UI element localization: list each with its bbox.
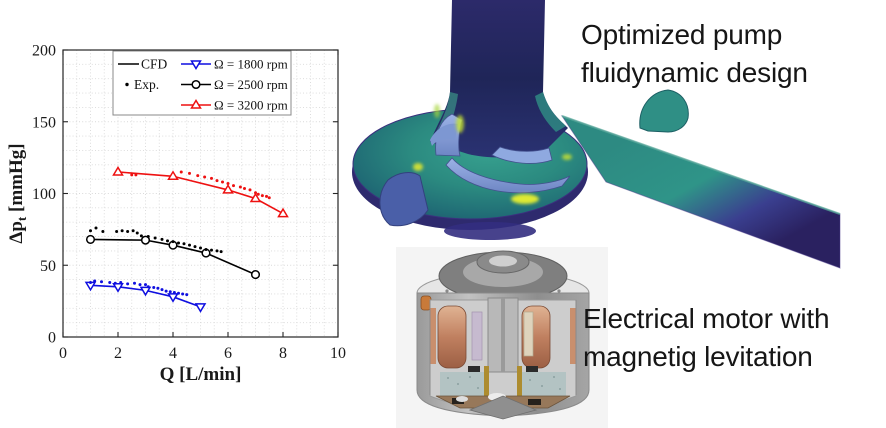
motor-caption: Electrical motor with magnetig levitatio…: [583, 300, 830, 376]
impeller-blade-inner: [430, 123, 458, 146]
inlet-pipe-edge-glow: [535, 92, 566, 132]
x-tick-label: 4: [169, 345, 177, 362]
velocity-glow-spots: [413, 104, 572, 204]
series-5: [130, 170, 271, 200]
panel-speckles: [447, 376, 561, 390]
legend-label-series-1: Ω = 2500 rpm: [214, 77, 288, 92]
series-3: [89, 226, 223, 254]
legend-label-series-0: Ω = 1800 rpm: [214, 57, 288, 72]
x-tick-label: 8: [279, 345, 287, 362]
inlet-pipe: [430, 0, 568, 158]
outlet-pipe: [560, 115, 841, 269]
x-tick-label: 10: [330, 345, 346, 362]
outer-blade-fin: [639, 89, 689, 133]
chart-legend: CFD Exp. Ω = 1800 rpm Ω = 2500 rpm Ω = 3200 …: [112, 50, 292, 116]
brass-rod-right: [517, 366, 522, 396]
pump-caption-line2: fluidynamic design: [581, 57, 808, 88]
shaft: [501, 298, 505, 372]
outlet-pipe-highlight: [561, 115, 841, 215]
impeller-blade-front: [445, 157, 571, 194]
brass-rod-left: [484, 366, 489, 396]
pump-cfd-render: [352, 0, 841, 269]
pcb-connector: [456, 396, 468, 402]
legend-label-exp: Exp.: [134, 77, 159, 92]
legend-label-series-2: Ω = 3200 rpm: [214, 98, 288, 113]
magnet-cream: [523, 311, 534, 357]
motor-caption-line2: magnetig levitation: [583, 341, 813, 372]
x-tick-label: 6: [224, 345, 232, 362]
x-axis-label: Q [L/min]: [160, 364, 242, 385]
motor-caption-line1: Electrical motor with: [583, 303, 830, 334]
y-tick-label: 50: [40, 258, 56, 275]
pump-caption: Optimized pump fluidynamic design: [581, 16, 808, 92]
y-tick-label: 100: [32, 186, 56, 203]
y-tick-label: 0: [48, 330, 56, 347]
impeller-blade-right: [491, 146, 553, 164]
series-2: [85, 234, 261, 280]
pump-caption-line1: Optimized pump: [581, 19, 783, 50]
pcb-component: [528, 399, 541, 405]
magnet-lilac: [471, 311, 483, 361]
x-tick-label: 0: [59, 345, 67, 362]
y-tick-label: 150: [32, 114, 56, 131]
x-tick-label: 2: [114, 345, 122, 362]
housing-panel-left: [440, 372, 484, 396]
coil-left: [437, 305, 467, 369]
impeller-blade-left: [379, 172, 429, 227]
motor-cutaway-render: [396, 247, 608, 428]
y-tick-label: 200: [32, 43, 56, 60]
y-axis-label: Δpt [mmHg]: [6, 143, 29, 243]
cutaway-notch: [468, 395, 538, 420]
series-4: [112, 166, 289, 218]
motor-crown-bore: [489, 255, 517, 267]
screw-hole: [445, 289, 449, 293]
volute-underside: [444, 222, 536, 240]
housing-panel-right: [522, 372, 566, 396]
series-0: [84, 281, 207, 313]
coil-sliver-right: [570, 308, 576, 364]
legend-label-cfd: CFD: [141, 57, 168, 72]
coil-sliver-left: [430, 308, 436, 364]
series-1: [89, 279, 189, 297]
screw-hole: [557, 289, 561, 293]
